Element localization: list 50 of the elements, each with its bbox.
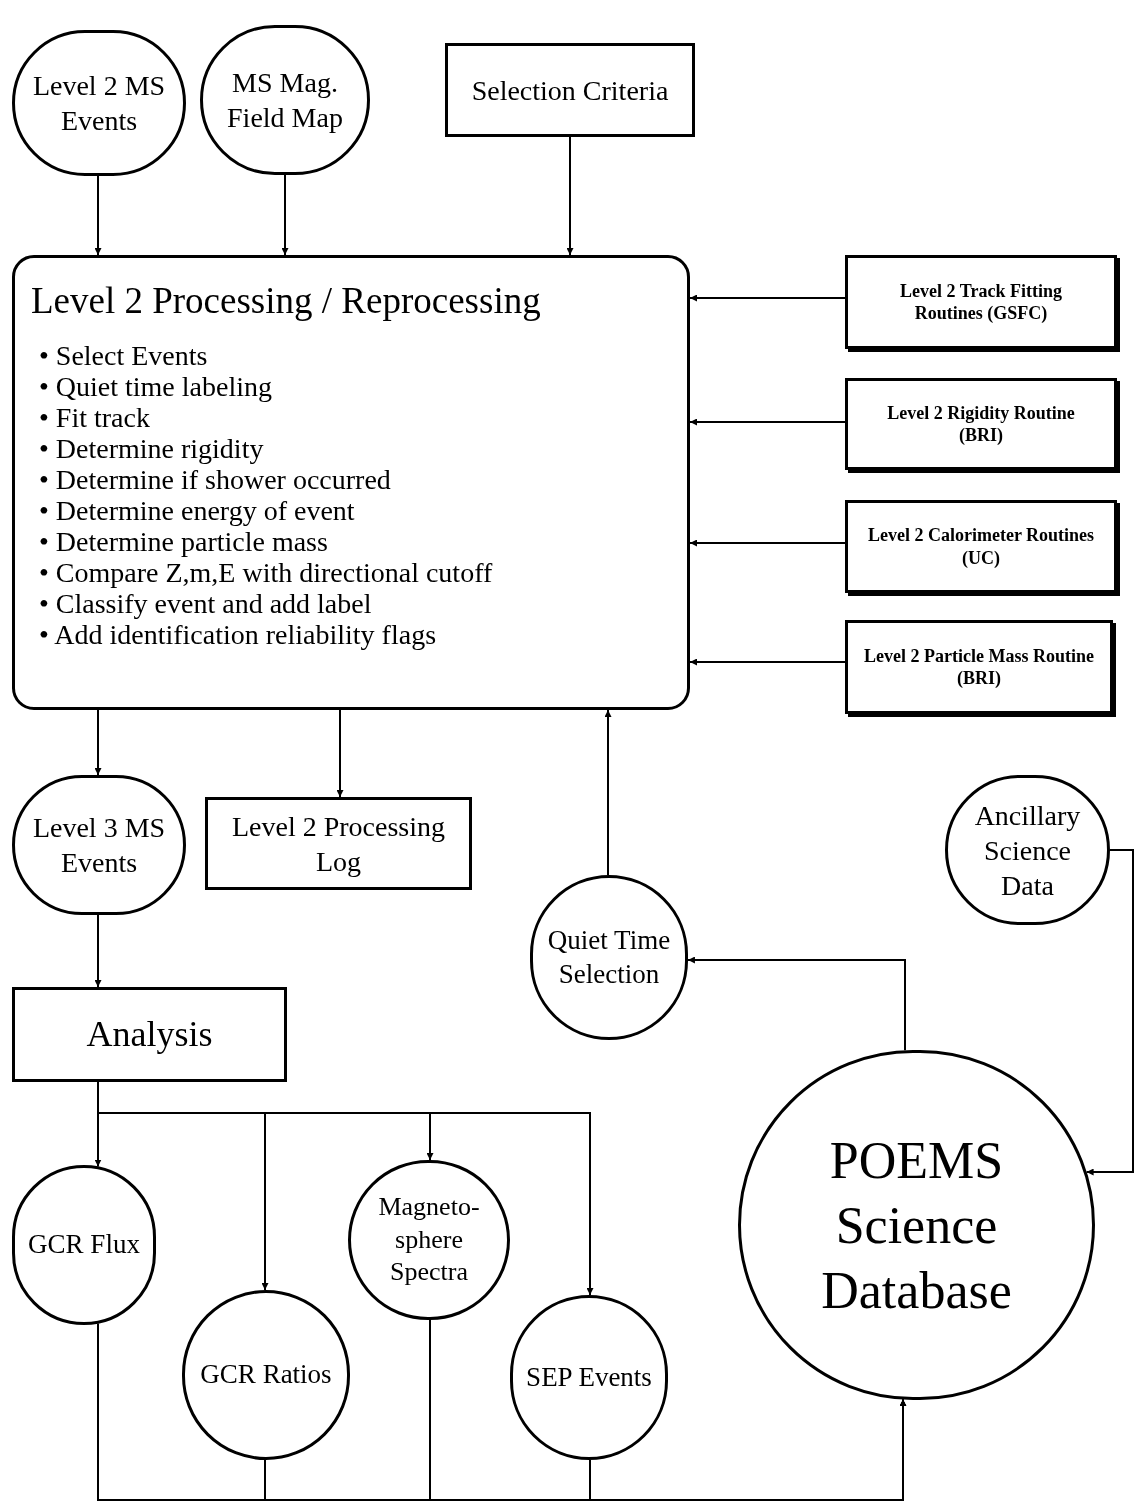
node-label: Quiet Time Selection: [546, 923, 672, 991]
node-label: Level 2 Processing Log: [230, 809, 447, 879]
bullet-item: • Determine rigidity: [39, 433, 265, 465]
process-box: [445, 43, 695, 137]
routine-box: [845, 620, 1113, 714]
node-label: GCR Flux: [28, 1228, 140, 1262]
node-label: Analysis: [86, 1013, 213, 1056]
arrow: [94, 175, 102, 256]
arrow: [686, 956, 906, 1052]
bullet-item: • Determine if shower occurred: [39, 464, 392, 496]
panel-heading: Level 2 Processing / Reprocessing: [31, 279, 542, 323]
arrow: [1085, 849, 1134, 1176]
routine-box: [845, 255, 1117, 349]
arrow: [689, 539, 846, 547]
node-label: Level 2 MS Events: [31, 69, 167, 138]
node-label: POEMS Science Database: [820, 1130, 1013, 1321]
arrow: [689, 294, 846, 302]
node-label: Ancillary Science Data: [973, 798, 1082, 903]
arrow: [566, 136, 574, 256]
processing-panel: [12, 255, 690, 710]
node-label: Level 2 Calorimeter Routines (UC): [866, 524, 1096, 569]
arrow: [336, 709, 344, 798]
bullet-item: • Determine energy of event: [39, 495, 356, 527]
node-label: Magneto-sphere Spectra: [377, 1191, 481, 1289]
bullet-item: • Determine particle mass: [39, 526, 329, 558]
node-label: Level 3 MS Events: [31, 811, 167, 880]
arrow: [589, 1398, 907, 1501]
bullet-item: • Add identification reliability flags: [39, 619, 438, 651]
arrow: [94, 709, 102, 776]
bullet-item: • Quiet time labeling: [39, 371, 273, 403]
process-box: [12, 987, 287, 1082]
bullet-item: • Select Events: [39, 340, 209, 372]
bullet-item: • Compare Z,m,E with directional cutoff: [39, 557, 494, 589]
node-label: Level 2 Track Fitting Routines (GSFC): [899, 279, 1063, 325]
node-label: Level 2 Particle Mass Routine (BRI): [864, 644, 1094, 690]
arrow: [94, 914, 102, 988]
routine-box: [845, 500, 1117, 593]
routine-box: [845, 378, 1117, 470]
node-label: Level 2 Rigidity Routine (BRI): [886, 401, 1076, 447]
arrow: [689, 658, 846, 666]
node-label: MS Mag. Field Map: [226, 66, 344, 135]
node-label: SEP Events: [526, 1360, 652, 1394]
bullet-item: • Classify event and add label: [39, 588, 373, 620]
process-box: [205, 797, 472, 890]
node-label: Selection Criteria: [471, 73, 669, 108]
arrow: [281, 174, 289, 256]
bullet-item: • Fit track: [39, 402, 151, 434]
node-label: GCR Ratios: [200, 1358, 332, 1392]
arrow: [689, 418, 846, 426]
arrow: [604, 709, 612, 876]
